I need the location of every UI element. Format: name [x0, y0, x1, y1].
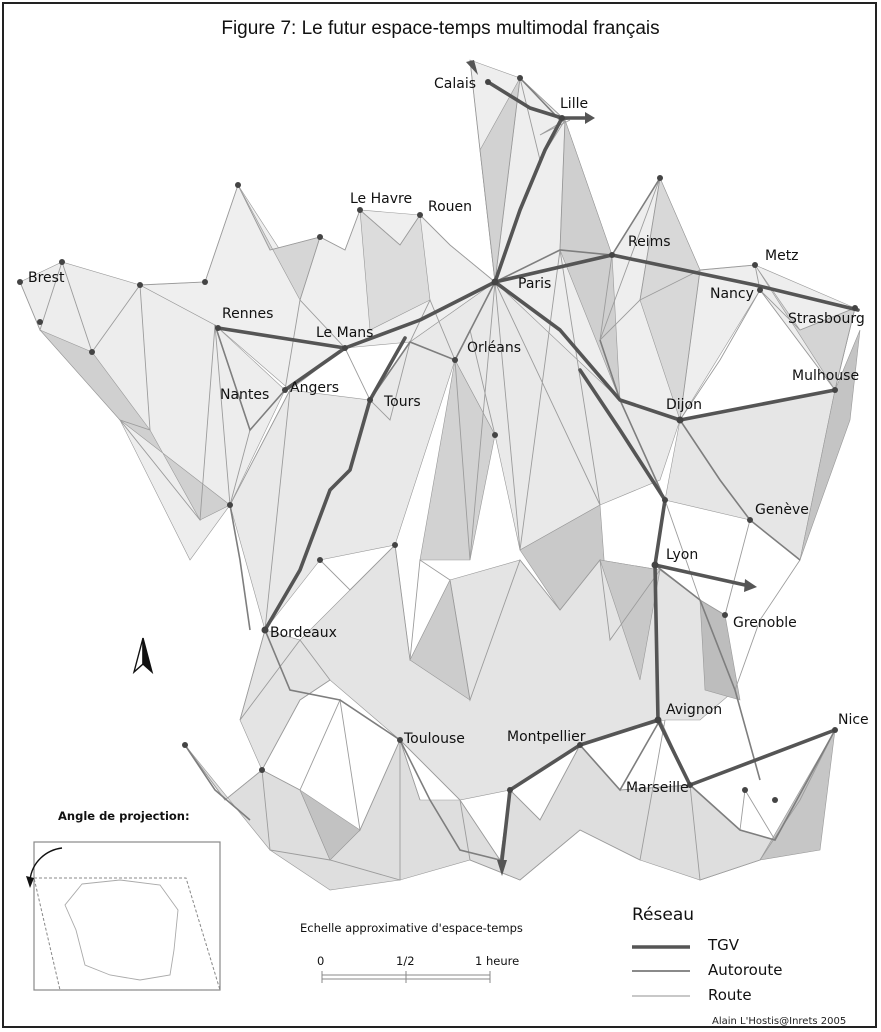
author-credit: Alain L'Hostis@Inrets 2005 — [712, 1016, 847, 1027]
city-label-le-havre: Le Havre — [350, 191, 412, 207]
city-label-angers: Angers — [290, 380, 339, 396]
city-label-paris: Paris — [518, 276, 551, 292]
city-label-calais: Calais — [434, 76, 476, 92]
city-label-avignon: Avignon — [666, 702, 722, 718]
legend-title: Réseau — [632, 905, 694, 925]
terrain-surface — [19, 59, 861, 891]
legend-label-autoroute: Autoroute — [708, 961, 782, 979]
city-label-rennes: Rennes — [222, 306, 273, 322]
city-label-grenoble: Grenoble — [733, 615, 797, 631]
city-label-brest: Brest — [28, 270, 65, 286]
inset-label: Angle de projection: — [58, 809, 190, 823]
projection-inset: Angle de projection: — [26, 809, 221, 991]
city-label-montpellier: Montpellier — [507, 729, 586, 745]
network-legend: Réseau TGV Autoroute Route — [632, 905, 782, 1004]
scale-tick-1h: 1 heure — [475, 954, 519, 968]
city-label-le-mans: Le Mans — [316, 325, 373, 341]
city-label-orleans: Orléans — [467, 340, 521, 356]
figure-title: Figure 7: Le futur espace-temps multimod… — [221, 18, 660, 39]
city-label-nantes: Nantes — [220, 387, 269, 403]
city-label-tours: Tours — [383, 394, 421, 410]
city-label-dijon: Dijon — [666, 397, 702, 413]
city-label-nice: Nice — [838, 712, 869, 728]
city-label-geneve: Genève — [755, 502, 809, 518]
city-label-strasbourg: Strasbourg — [788, 311, 865, 327]
scale-tick-half: 1/2 — [396, 954, 415, 968]
city-label-bordeaux: Bordeaux — [270, 625, 337, 641]
legend-label-route: Route — [708, 986, 752, 1004]
city-label-reims: Reims — [628, 234, 671, 250]
city-nodes — [17, 75, 858, 803]
city-label-marseille: Marseille — [626, 780, 689, 796]
space-time-scale: Echelle approximative d'espace-temps 0 1… — [300, 921, 523, 983]
tgv-arrowheads — [466, 60, 757, 876]
city-label-lille: Lille — [560, 96, 588, 112]
city-label-lyon: Lyon — [666, 547, 698, 563]
city-label-toulouse: Toulouse — [403, 731, 465, 747]
projection-angle-icon — [29, 847, 63, 881]
city-label-mulhouse: Mulhouse — [792, 368, 859, 384]
scale-title: Echelle approximative d'espace-temps — [300, 921, 523, 935]
city-label-nancy: Nancy — [710, 286, 754, 302]
city-label-metz: Metz — [765, 248, 799, 264]
scale-tick-0: 0 — [317, 954, 324, 968]
city-label-rouen: Rouen — [428, 199, 472, 215]
north-arrow-icon — [132, 637, 154, 675]
legend-label-tgv: TGV — [707, 936, 740, 954]
